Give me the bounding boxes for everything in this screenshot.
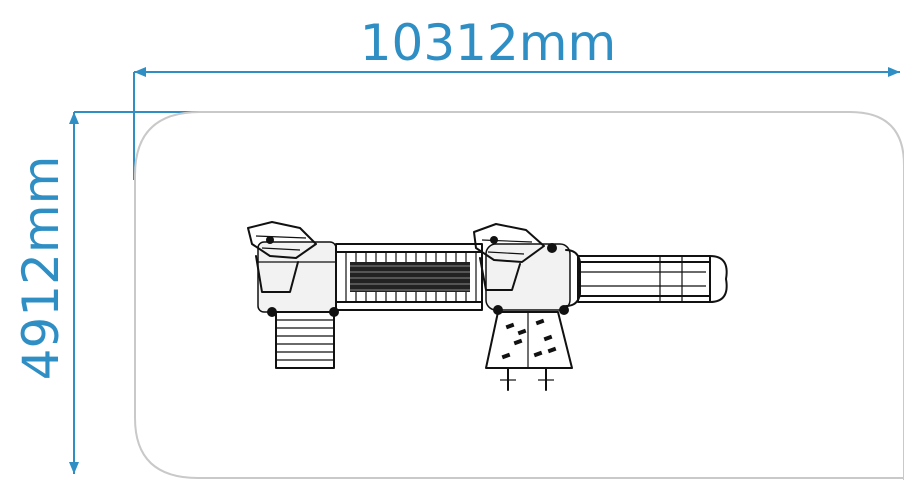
climbing-hold	[513, 338, 523, 346]
right-post-top	[547, 243, 557, 253]
left-post-bottom-left	[267, 307, 277, 317]
depth-arrow-bottom	[69, 462, 79, 474]
right-tower-panel	[479, 257, 521, 291]
bridge-mesh-lines	[350, 265, 470, 291]
depth-dimension: 4912mm	[12, 111, 210, 474]
slide-entry-hood	[565, 249, 581, 307]
climbing-hold	[505, 322, 515, 330]
climbing-wall	[485, 311, 573, 391]
bridge-mesh	[350, 262, 470, 292]
depth-label: 4912mm	[12, 156, 70, 381]
depth-arrow-top	[69, 112, 79, 124]
right-tower-roof	[473, 223, 545, 263]
width-arrow-right	[888, 67, 900, 77]
width-label: 10312mm	[360, 14, 616, 72]
slide	[565, 249, 728, 307]
slide-exit-lip	[709, 255, 728, 303]
climbing-hold	[501, 352, 511, 360]
climbing-hold	[535, 318, 545, 326]
right-roof-post	[490, 236, 498, 244]
climbing-wall-panel	[485, 311, 573, 369]
left-tower-panel	[255, 255, 299, 293]
climbing-hold	[533, 350, 543, 358]
width-arrow-left	[134, 67, 146, 77]
left-stairs	[275, 311, 335, 369]
left-tower-deck	[257, 241, 337, 313]
crawl-bridge	[335, 243, 483, 311]
climbing-hold	[543, 334, 553, 342]
climbing-hold	[547, 346, 557, 354]
stairs-frame	[275, 311, 335, 369]
play-structure	[247, 221, 728, 391]
left-tower-roof	[247, 221, 317, 259]
right-tower-deck	[485, 243, 571, 311]
climbing-holds	[501, 318, 557, 360]
slide-bed	[577, 255, 711, 303]
width-dimension: 10312mm	[133, 14, 900, 180]
climbing-hold	[517, 328, 527, 336]
left-roof-post	[266, 236, 274, 244]
bridge-frame	[335, 243, 483, 311]
left-roof-detail	[255, 235, 307, 251]
right-post-bottom-right	[559, 305, 569, 315]
